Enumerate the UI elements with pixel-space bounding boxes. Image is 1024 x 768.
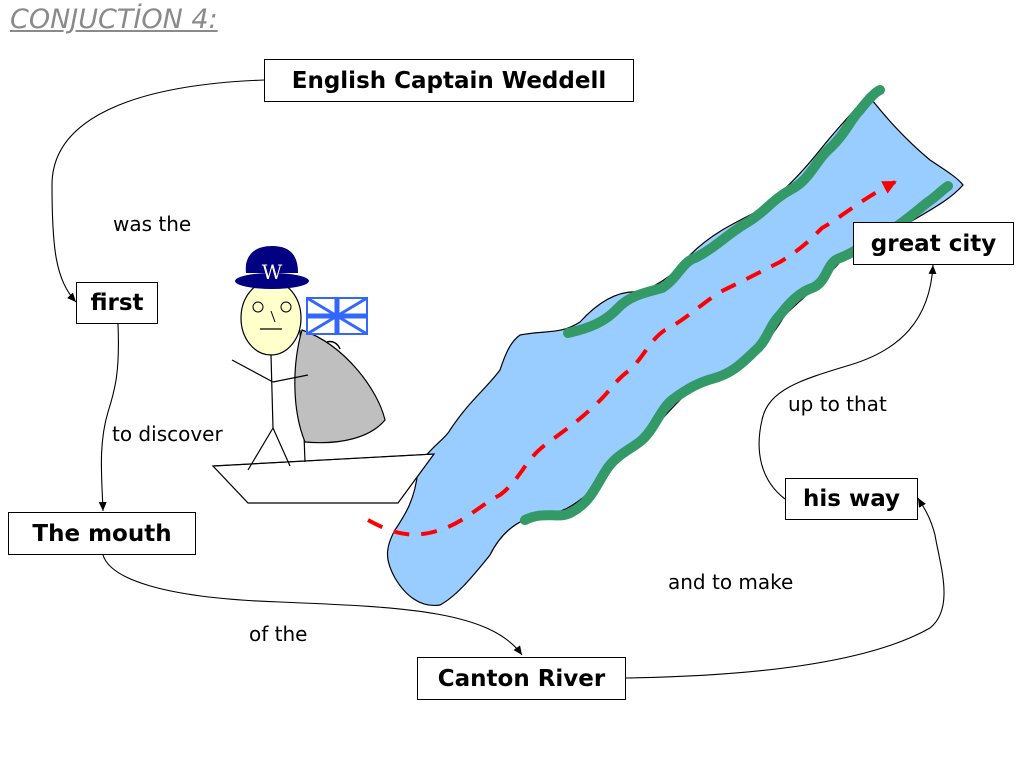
connector-label-and-to-make: and to make bbox=[668, 570, 794, 594]
boat-sail bbox=[294, 329, 386, 444]
river-bank-upper bbox=[563, 85, 885, 338]
river-water bbox=[386, 94, 964, 606]
page-title: CONJUCTİON 4: bbox=[10, 4, 218, 35]
node-canton-river: Canton River bbox=[417, 657, 626, 700]
connector-label-of-the: of the bbox=[249, 622, 308, 646]
hat-letter: W bbox=[262, 260, 283, 284]
hat-icon bbox=[245, 246, 298, 273]
boat-hull bbox=[211, 453, 436, 504]
flag-icon bbox=[306, 296, 368, 336]
connector-label-to-discover: to discover bbox=[112, 422, 223, 446]
connector-first-mouth bbox=[98, 323, 119, 512]
node-great-city: great city bbox=[853, 222, 1014, 265]
connector-label-was-the: was the bbox=[113, 212, 192, 236]
connector-canton-hisway bbox=[625, 497, 945, 679]
node-first: first bbox=[76, 282, 158, 324]
connector-mouth-canton bbox=[102, 554, 523, 656]
connector-hisway-city bbox=[758, 264, 937, 500]
route-path bbox=[367, 180, 897, 537]
captain-figure bbox=[231, 246, 309, 471]
node-his-way: his way bbox=[785, 478, 918, 520]
node-the-mouth: The mouth bbox=[8, 512, 196, 555]
connector-label-up-to-that: up to that bbox=[788, 392, 887, 416]
connector-weddell-first bbox=[51, 79, 265, 303]
node-english-captain-weddell: English Captain Weddell bbox=[264, 59, 634, 102]
